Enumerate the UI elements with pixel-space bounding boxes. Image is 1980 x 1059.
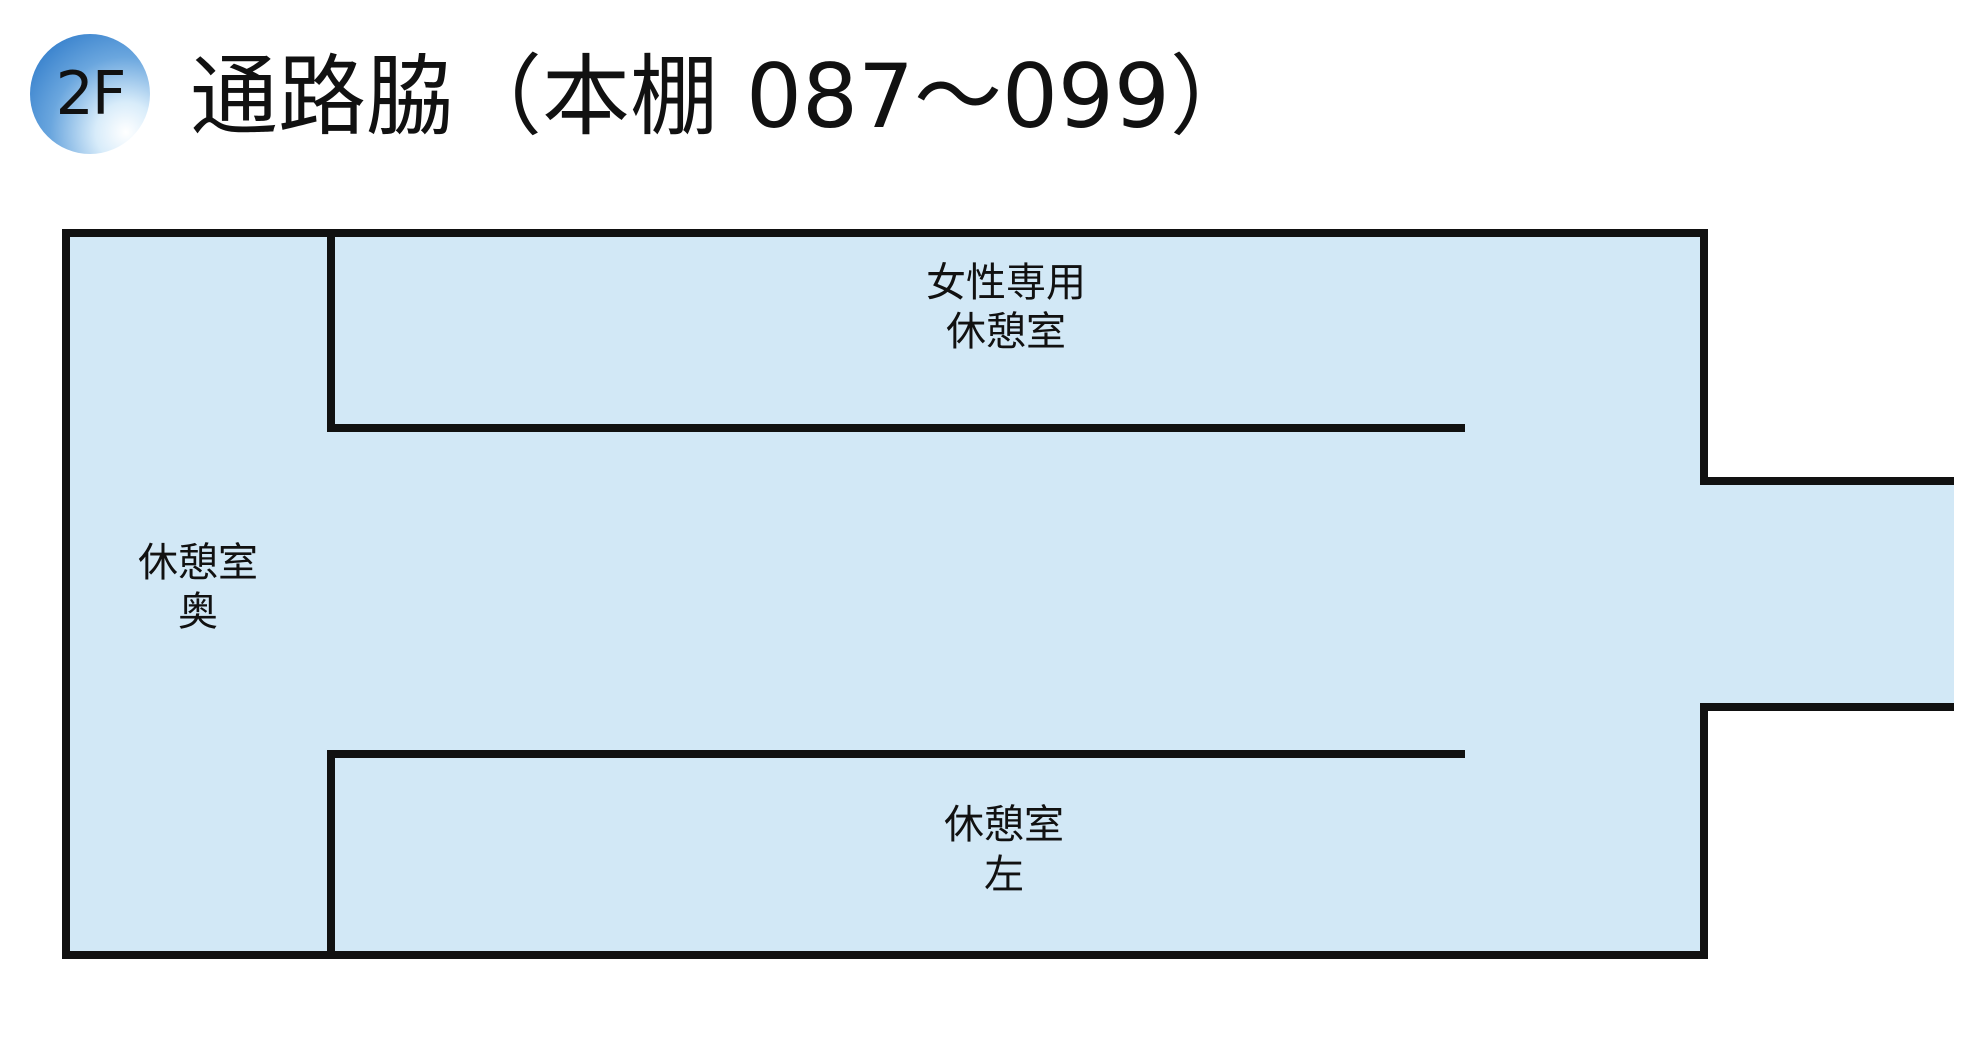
floor-badge: 2F <box>30 34 150 154</box>
room-label-womens-line2: 休憩室 <box>946 309 1066 355</box>
room-label-womens-line1: 女性専用 <box>926 260 1086 306</box>
room-label-back-line1: 休憩室 <box>138 540 258 586</box>
floor-area <box>66 233 1954 955</box>
outer-wall <box>62 229 1954 959</box>
room-label-left-line1: 休憩室 <box>944 802 1064 848</box>
wall-left-room <box>327 750 350 955</box>
wall-womens-room <box>327 233 1465 432</box>
room-label-back-line2: 奥 <box>178 589 218 635</box>
floor-badge-label: 2F <box>55 59 127 129</box>
room-label-left-line2: 左 <box>984 852 1024 898</box>
page-title: 通路脇（本棚 087〜099） <box>190 45 1258 148</box>
